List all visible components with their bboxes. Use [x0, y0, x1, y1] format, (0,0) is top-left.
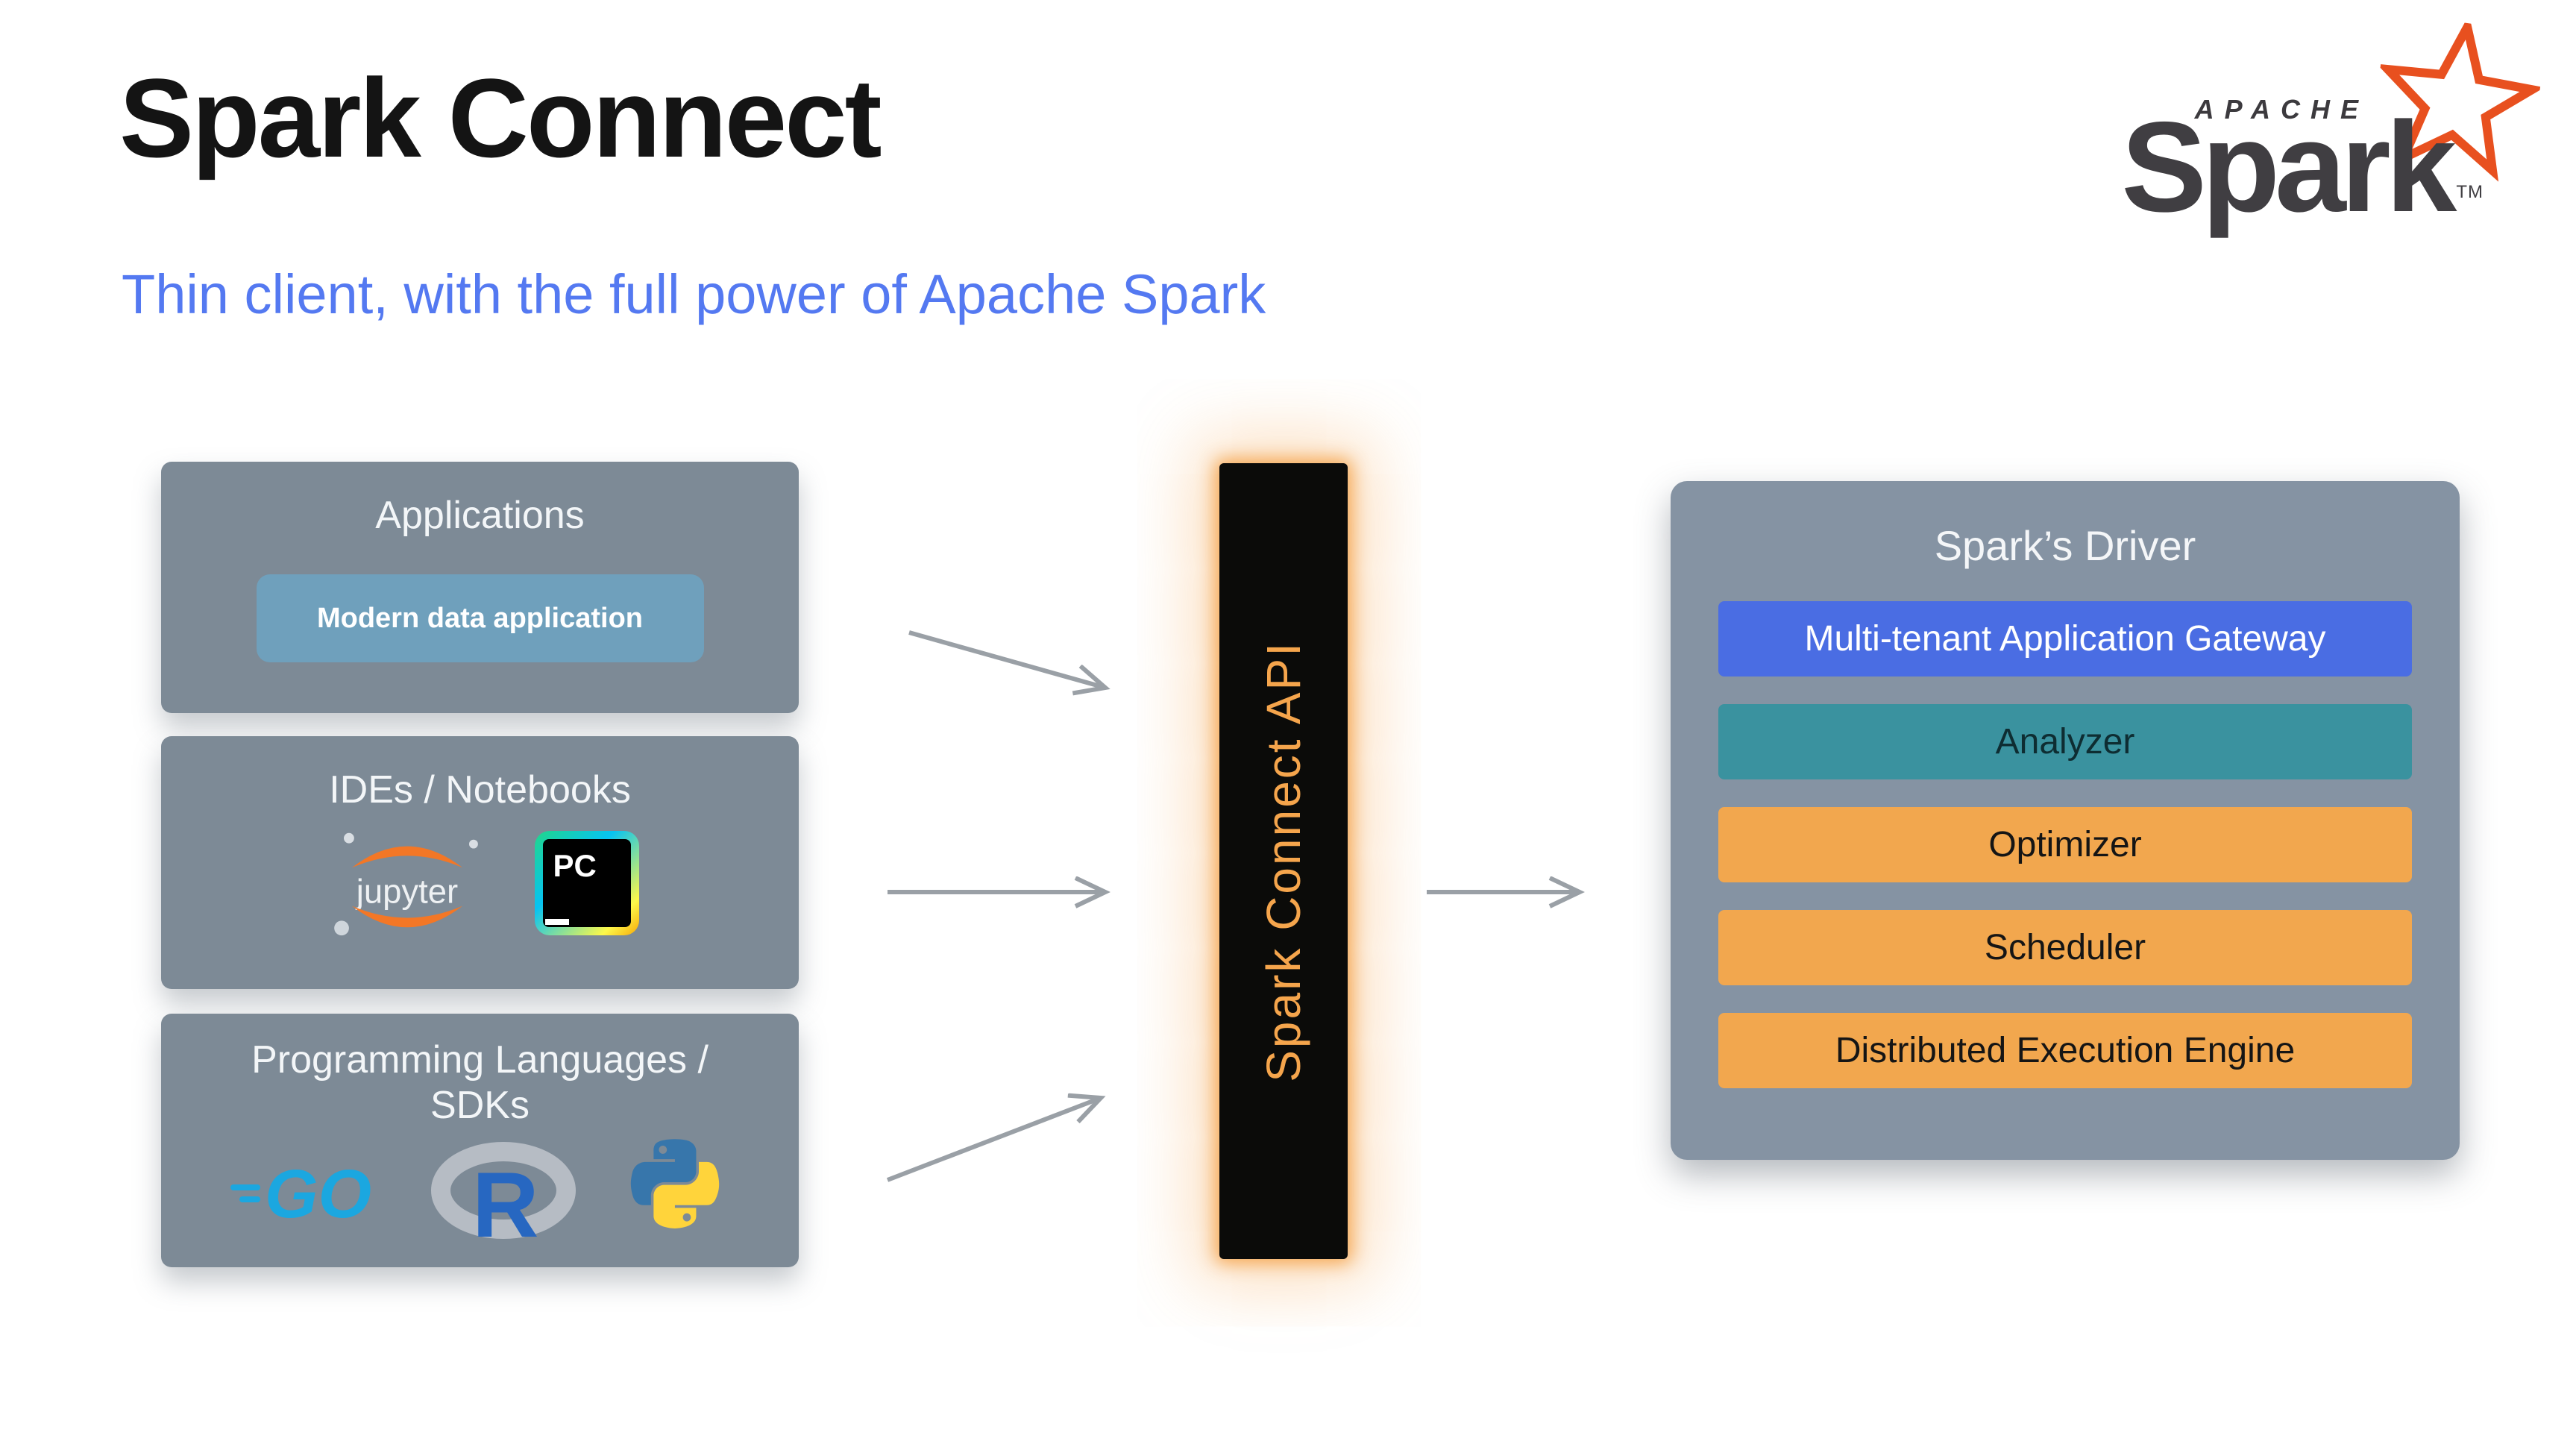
languages-sdks-box: Programming Languages / SDKs GO R — [161, 1014, 799, 1267]
apache-text: APACHE — [2194, 94, 2369, 125]
driver-layer-scheduler: Scheduler — [1718, 910, 2412, 985]
r-logo-text: R — [472, 1154, 539, 1249]
page-title: Spark Connect — [119, 55, 882, 181]
python-logo-icon — [630, 1139, 719, 1228]
ides-notebooks-box: IDEs / Notebooks jupyter PC — [161, 736, 799, 989]
r-logo-icon: R — [430, 1141, 576, 1249]
driver-layer-optimizer: Optimizer — [1718, 807, 2412, 882]
spark-wordmark-text: Spark — [2121, 95, 2457, 239]
driver-layer-analyzer: Analyzer — [1718, 704, 2412, 779]
trademark-text: TM — [2456, 182, 2484, 202]
spark-connect-api-label: Spark Connect API — [1257, 640, 1310, 1082]
go-logo-text: GO — [265, 1156, 371, 1232]
languages-icons-row: GO R — [161, 1137, 799, 1249]
jupyter-logo-text: jupyter — [354, 873, 457, 911]
arrow-languages-to-api — [886, 1098, 1101, 1182]
pycharm-logo-icon: PC — [534, 831, 639, 936]
applications-box: Applications Modern data application — [161, 462, 799, 713]
slide-subtitle: Thin client, with the full power of Apac… — [122, 263, 1266, 325]
pycharm-underscore — [544, 919, 569, 926]
ides-icons-row: jupyter PC — [161, 820, 799, 946]
spark-connect-api-bar: Spark Connect API — [1219, 463, 1348, 1259]
arrow-applications-to-api — [908, 630, 1105, 688]
pycharm-logo-text: PC — [542, 839, 631, 928]
spark-star-icon — [2376, 14, 2545, 182]
applications-box-title: Applications — [375, 494, 585, 537]
driver-layer-gateway: Multi-tenant Application Gateway — [1718, 601, 2412, 677]
driver-layer-execution-engine: Distributed Execution Engine — [1718, 1013, 2412, 1088]
driver-layers: Multi-tenant Application Gateway Analyze… — [1718, 601, 2412, 1088]
spark-driver-title: Spark’s Driver — [1934, 522, 2196, 569]
languages-sdks-box-title: Programming Languages / SDKs — [251, 1038, 709, 1128]
modern-data-application-chip: Modern data application — [256, 574, 704, 663]
spark-driver-box: Spark’s Driver Multi-tenant Application … — [1671, 481, 2460, 1160]
go-logo-icon: GO — [230, 1156, 371, 1232]
jupyter-logo-icon: jupyter — [333, 833, 478, 936]
ides-notebooks-box-title: IDEs / Notebooks — [329, 768, 631, 812]
